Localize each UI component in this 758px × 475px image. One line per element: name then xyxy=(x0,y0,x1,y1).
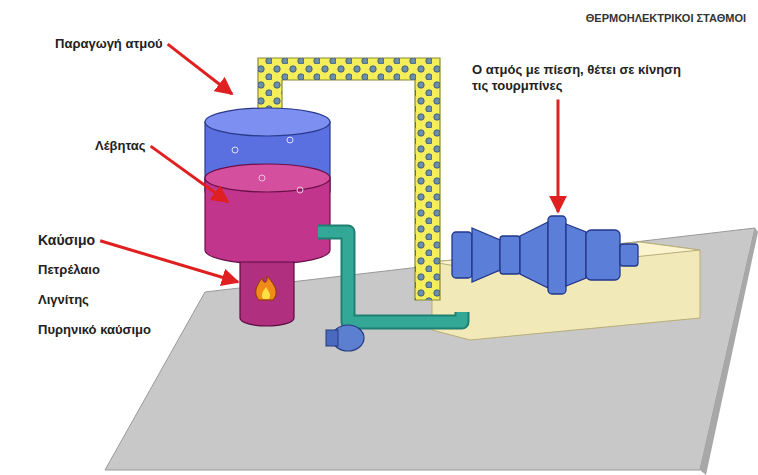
flame-core xyxy=(262,287,270,299)
pump-inlet xyxy=(326,330,338,346)
boiler-body-top xyxy=(205,164,330,192)
callout-text: Ο ατμός με πίεση, θέτει σε κίνηση τις το… xyxy=(472,62,692,95)
platform-edge xyxy=(700,228,758,475)
title: ΘΕΡΜΟΗΛΕΚΤΡΙΚΟΙ ΣΤΑΘΜΟΙ xyxy=(586,12,746,24)
part-label: Λέβητας xyxy=(95,138,146,154)
leader-arrow xyxy=(151,146,228,202)
turbine xyxy=(452,216,638,294)
fuel-type: Πυρηνικό καύσιμο xyxy=(38,322,151,338)
fuel-type: Πετρέλαιο xyxy=(38,262,100,278)
fuel-type: Λιγνίτης xyxy=(38,292,89,308)
boiler-lid xyxy=(205,108,330,136)
leader-arrow xyxy=(557,100,560,213)
water-pipe xyxy=(318,232,462,322)
furnace xyxy=(240,262,294,326)
part-label: Καύσιμο xyxy=(38,232,95,250)
water-pipe-inner xyxy=(318,232,462,322)
leader-arrow xyxy=(100,241,238,282)
part-label: Παραγωγή ατμού xyxy=(55,36,163,52)
flame xyxy=(256,276,276,300)
leader-arrow xyxy=(168,44,232,94)
